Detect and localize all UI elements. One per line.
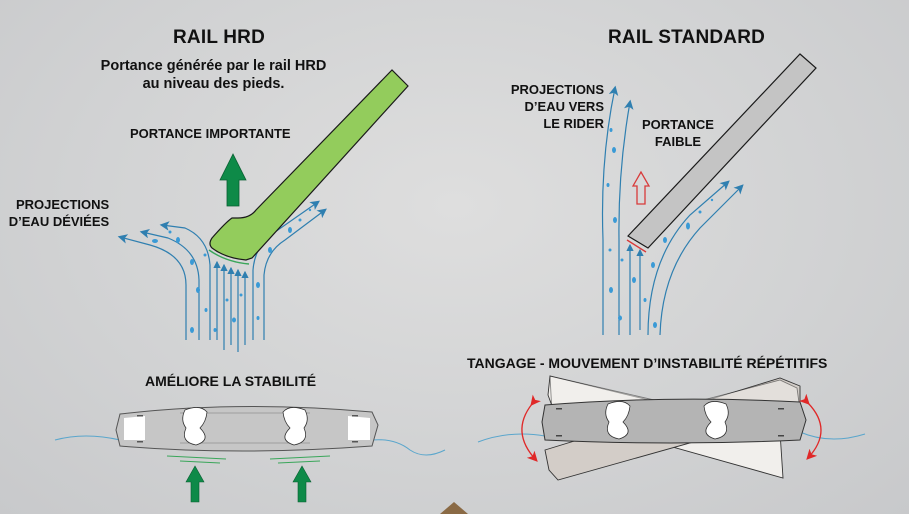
standard-binding-left (605, 401, 631, 440)
standard-stream-rider-2 (618, 99, 634, 335)
hrd-subtitle-line2: au niveau des pieds. (142, 76, 285, 92)
standard-rail-contact-line (626, 239, 647, 253)
standard-spray-label-line1: PROJECTIONS (510, 82, 604, 97)
hrd-board (115, 405, 379, 452)
hrd-stream-left-1 (117, 234, 187, 340)
standard-spray-label-line3: LE RIDER (543, 116, 604, 131)
hrd-stream-right-2 (263, 208, 327, 340)
hrd-rail (209, 69, 409, 261)
hrd-droplets (152, 208, 312, 333)
hrd-spray-label: PROJECTIONS D’EAU DÉVIÉES (8, 196, 109, 230)
hrd-spray-label-line1: PROJECTIONS (16, 197, 110, 212)
standard-stream-rider-1 (601, 85, 619, 335)
hrd-spray-label-line2: D’EAU DÉVIÉES (8, 214, 110, 229)
hrd-subtitle-line1: Portance générée par le rail HRD (100, 58, 327, 74)
hrd-stream-left-3 (159, 221, 211, 340)
standard-title: RAIL STANDARD (608, 27, 766, 48)
standard-board-caption: TANGAGE - MOUVEMENT D’INSTABILITÉ RÉPÉTI… (467, 355, 828, 371)
pitch-arrow-left-icon (521, 394, 541, 462)
nav-triangle-icon[interactable] (440, 502, 468, 514)
foot-lift-arrow-left-icon (185, 465, 205, 503)
standard-lift-label-line1: PORTANCE (642, 117, 714, 132)
hrd-binding-right (282, 407, 308, 446)
hrd-water-line (54, 435, 446, 456)
foot-lift-arrow-right-icon (292, 465, 312, 503)
standard-stream-right-1 (647, 180, 730, 336)
hrd-lift-label: PORTANCE IMPORTANTE (130, 126, 291, 141)
hrd-rail-contact-line (208, 249, 250, 265)
hrd-lift-lines (166, 455, 331, 464)
standard-water-flow (601, 85, 744, 336)
pitch-arrow-right-icon (798, 393, 822, 460)
standard-lift-label: PORTANCE FAIBLE (642, 116, 714, 150)
standard-stream-right-2 (659, 184, 744, 336)
hrd-board-caption: AMÉLIORE LA STABILITÉ (145, 373, 317, 389)
standard-lift-label-line2: FAIBLE (654, 134, 702, 149)
hrd-subtitle: Portance générée par le rail HRD au nive… (90, 57, 337, 93)
standard-binding-right (703, 401, 729, 440)
standard-board (541, 398, 807, 444)
hrd-binding-left (182, 407, 208, 446)
lift-weak-arrow-icon (631, 170, 651, 205)
hrd-water-flow (117, 200, 327, 352)
standard-spray-label-line2: D’EAU VERS (524, 99, 604, 114)
hrd-stream-left-2 (139, 228, 200, 340)
hrd-title: RAIL HRD (173, 27, 266, 48)
standard-rail (627, 53, 817, 249)
standard-droplets (606, 128, 714, 328)
lift-strong-arrow-icon (219, 153, 247, 207)
standard-spray-label: PROJECTIONS D’EAU VERS LE RIDER (494, 81, 604, 132)
